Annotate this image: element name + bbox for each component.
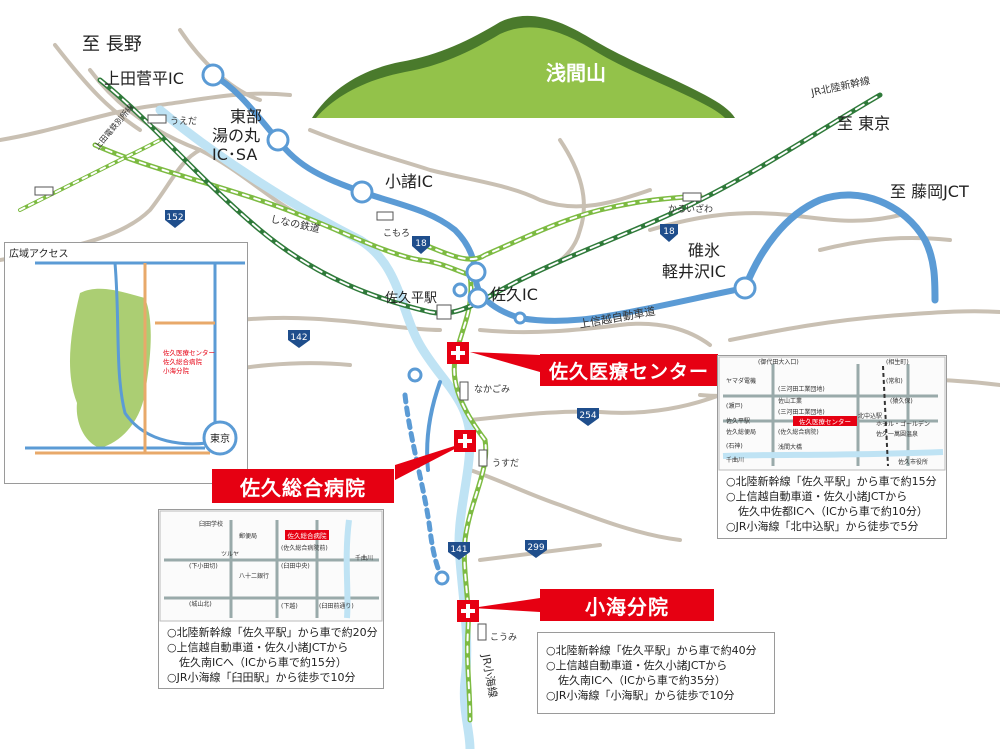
svg-text:141: 141 bbox=[450, 545, 467, 555]
svg-text:ツルヤ: ツルヤ bbox=[221, 551, 239, 558]
station-usuda: うすだ bbox=[492, 458, 519, 469]
route-254-shield: 254 bbox=[577, 408, 599, 426]
svg-text:佐久平駅: 佐久平駅 bbox=[726, 417, 750, 425]
direction-tokyo: 至 東京 bbox=[837, 114, 890, 133]
ic-usui-1: 碓氷 bbox=[688, 241, 720, 260]
route-299-shield: 299 bbox=[525, 540, 547, 558]
iryo-access-info: ○北陸新幹線「佐久平駅」から車で約15分 ○上信越自動車道・佐久小諸JCTから … bbox=[726, 475, 937, 533]
line-jr-koumi: JR小海線 bbox=[479, 652, 501, 699]
station-komoro: こもろ bbox=[383, 228, 410, 239]
svg-text:(瀬戸): (瀬戸) bbox=[726, 402, 743, 410]
route-142-shield: 142 bbox=[288, 330, 310, 348]
svg-text:佐久総便局: 佐久総便局 bbox=[726, 428, 756, 436]
direction-fujioka: 至 藤岡JCT bbox=[890, 182, 969, 201]
ic-tobu-1: 東部 bbox=[230, 107, 262, 126]
koumi-branch-panel: ○北陸新幹線「佐久平駅」から車で約40分 ○上信越自動車道・佐久小諸JCTから … bbox=[537, 632, 775, 714]
svg-text:142: 142 bbox=[290, 333, 307, 343]
station-karuizawa: かるいざわ bbox=[668, 203, 713, 215]
svg-text:(佐久総合病院前): (佐久総合病院前) bbox=[281, 544, 328, 552]
hospital-pointers bbox=[395, 352, 540, 612]
ic-komoro: 小諸IC bbox=[385, 172, 433, 191]
line-jr-hokuriku: JR北陸新幹線 bbox=[809, 74, 871, 99]
iryo-detail-map: 佐久医療センター (御代田大入口) (相生町) ヤマダ電機 (常和) (三河田工… bbox=[718, 356, 946, 471]
route-18-shield-a: 18 bbox=[412, 236, 430, 254]
station-ueda: うえだ bbox=[170, 116, 197, 127]
direction-nagano: 至 長野 bbox=[82, 34, 142, 55]
wide-area-inset: 広域アクセス 東京 佐久医療センター 佐久総合病院 小海分院 bbox=[4, 242, 248, 484]
koumi-access-info: ○北陸新幹線「佐久平駅」から車で約40分 ○上信越自動車道・佐久小諸JCTから … bbox=[546, 644, 757, 702]
iryo-center-title: 佐久医療センター bbox=[540, 354, 718, 386]
svg-text:佐久市役所: 佐久市役所 bbox=[898, 458, 928, 466]
svg-text:佐久医療センター: 佐久医療センター bbox=[163, 348, 215, 357]
svg-text:ヤマダ電機: ヤマダ電機 bbox=[726, 377, 756, 385]
svg-text:ホテル・ゴールデン: ホテル・ゴールデン bbox=[876, 420, 930, 428]
station-koumi: こうみ bbox=[490, 632, 517, 643]
svg-text:小海分院: 小海分院 bbox=[163, 366, 190, 375]
ic-saku: 佐久IC bbox=[490, 285, 538, 304]
svg-text:千曲川: 千曲川 bbox=[726, 456, 744, 464]
svg-text:(相生町): (相生町) bbox=[886, 358, 909, 366]
svg-text:佐久総合病院: 佐久総合病院 bbox=[288, 531, 328, 540]
hospital-iryo-marker bbox=[447, 342, 469, 364]
svg-text:(臼田前通り): (臼田前通り) bbox=[319, 602, 354, 610]
sogo-detail-map: 佐久総合病院 臼田学校 郵便局 ツルヤ (佐久総合病院前) (下小田切) (臼田… bbox=[159, 510, 383, 622]
svg-text:(下小田切): (下小田切) bbox=[189, 562, 218, 570]
svg-text:(常和): (常和) bbox=[886, 377, 903, 385]
ic-tobu-2: 湯の丸 bbox=[212, 126, 260, 145]
svg-text:(猿久保): (猿久保) bbox=[890, 397, 913, 405]
svg-text:(下越): (下越) bbox=[281, 602, 298, 610]
svg-text:18: 18 bbox=[415, 239, 427, 249]
svg-text:佐久一萬圓温泉: 佐久一萬圓温泉 bbox=[876, 430, 918, 438]
station-markers bbox=[34, 114, 702, 641]
station-nakagomi: なかごみ bbox=[474, 383, 510, 395]
svg-text:八十二銀行: 八十二銀行 bbox=[239, 572, 269, 580]
svg-text:299: 299 bbox=[527, 543, 544, 553]
route-18-shield-b: 18 bbox=[660, 224, 678, 242]
inset-tokyo: 東京 bbox=[210, 432, 230, 445]
svg-text:(三河田工業団地): (三河田工業団地) bbox=[778, 408, 825, 416]
svg-text:佐久総合病院: 佐久総合病院 bbox=[163, 357, 203, 366]
mountain-label: 浅間山 bbox=[546, 61, 606, 85]
interchange-markers bbox=[201, 63, 757, 586]
svg-text:(三河田工業団地): (三河田工業団地) bbox=[778, 385, 825, 393]
hospital-koumi-marker bbox=[457, 600, 479, 622]
koumi-branch-title: 小海分院 bbox=[540, 589, 714, 621]
sogo-hospital-panel: 佐久総合病院 臼田学校 郵便局 ツルヤ (佐久総合病院前) (下小田切) (臼田… bbox=[158, 509, 384, 689]
hospital-sogo-marker bbox=[454, 430, 476, 452]
route-152-shield: 152 bbox=[165, 210, 185, 228]
asama-mountain bbox=[312, 15, 735, 119]
svg-text:浅間大橋: 浅間大橋 bbox=[778, 443, 802, 451]
svg-text:18: 18 bbox=[663, 227, 675, 237]
inset-map: 東京 佐久医療センター 佐久総合病院 小海分院 bbox=[25, 261, 245, 456]
iryo-center-panel: 佐久医療センター (御代田大入口) (相生町) ヤマダ電機 (常和) (三河田工… bbox=[717, 355, 947, 539]
sogo-access-info: ○北陸新幹線「佐久平駅」から車で約20分 ○上信越自動車道・佐久小諸JCTから … bbox=[167, 626, 378, 684]
ic-ueda-sugadaira: 上田菅平IC bbox=[104, 69, 184, 88]
route-141-shield: 141 bbox=[448, 542, 470, 560]
svg-text:254: 254 bbox=[579, 411, 596, 421]
svg-text:北中込駅: 北中込駅 bbox=[858, 412, 882, 420]
sogo-hospital-title: 佐久総合病院 bbox=[212, 469, 394, 503]
svg-text:(御代田大入口): (御代田大入口) bbox=[758, 358, 799, 366]
svg-text:(臼田中央): (臼田中央) bbox=[281, 562, 310, 570]
svg-text:152: 152 bbox=[166, 213, 183, 223]
route-shields: 152 18 18 142 254 141 299 bbox=[165, 210, 678, 560]
ic-tobu-3: IC･SA bbox=[212, 145, 257, 164]
svg-text:臼田学校: 臼田学校 bbox=[199, 520, 223, 528]
svg-text:佐久医療センター: 佐久医療センター bbox=[799, 417, 851, 426]
svg-text:(城山北): (城山北) bbox=[189, 600, 212, 608]
svg-text:佐山工業: 佐山工業 bbox=[778, 397, 802, 405]
ic-usui-2: 軽井沢IC bbox=[662, 262, 726, 281]
station-sakudaira: 佐久平駅 bbox=[385, 291, 437, 306]
svg-text:郵便局: 郵便局 bbox=[239, 532, 257, 540]
svg-text:(佐久総合病院): (佐久総合病院) bbox=[778, 428, 819, 436]
svg-text:千曲川: 千曲川 bbox=[355, 554, 373, 562]
inset-title: 広域アクセス bbox=[9, 249, 69, 260]
svg-text:(石神): (石神) bbox=[726, 442, 743, 450]
